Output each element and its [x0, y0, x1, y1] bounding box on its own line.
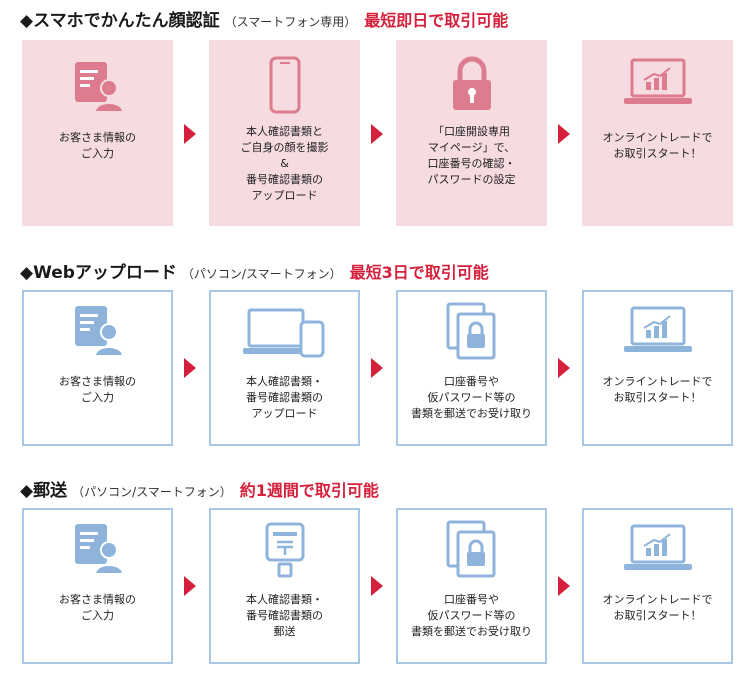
section-title: ◆郵送 — [20, 481, 68, 501]
section-heading: ◆スマホでかんたん顔認証 （スマートフォン専用） 最短即日で取引可能 — [20, 6, 508, 32]
step-text: 口座番号や 仮パスワード等の 書類を郵送でお受け取り — [411, 593, 532, 638]
section-timing: 約1週間で取引可能 — [239, 481, 379, 500]
section-timing: 最短3日で取引可能 — [349, 263, 489, 282]
step-card-document-upload: 本人確認書類・ 番号確認書類の アップロード — [209, 290, 360, 446]
step-arrow — [558, 124, 570, 144]
step-card-mail-receipt: 口座番号や 仮パスワード等の 書類を郵送でお受け取り — [396, 290, 547, 446]
smartphone-icon — [209, 56, 360, 114]
section-subtitle: （スマートフォン専用） — [224, 15, 357, 29]
step-card-customer-info: お客さま情報の ご入力 — [22, 508, 173, 664]
section-title: ◆Webアップロード — [20, 263, 177, 283]
step-arrow — [184, 358, 196, 378]
step-card-start-trading: オンライントレードで お取引スタート！ — [582, 40, 733, 226]
step-arrow — [371, 124, 383, 144]
locked-document-icon — [398, 302, 545, 360]
step-arrow — [558, 358, 570, 378]
devices-icon — [211, 306, 358, 358]
step-card-customer-info: お客さま情報の ご入力 — [22, 40, 173, 226]
step-card-start-trading: オンライントレードで お取引スタート！ — [582, 508, 733, 664]
step-card-password-setup: 「口座開設専用 マイページ」で、 口座番号の確認・ パスワードの設定 — [396, 40, 547, 226]
section-timing: 最短即日で取引可能 — [364, 11, 509, 30]
step-arrow — [371, 576, 383, 596]
step-card-start-trading: オンライントレードで お取引スタート！ — [582, 290, 733, 446]
section-mail: ◆郵送 （パソコン/スマートフォン） 約1週間で取引可能 お客さま情報の ご入力 — [0, 470, 750, 675]
user-form-icon — [24, 522, 171, 576]
step-text: 「口座開設専用 マイページ」で、 口座番号の確認・ パスワードの設定 — [427, 125, 516, 186]
step-text: オンライントレードで お取引スタート！ — [602, 593, 713, 622]
step-text: お客さま情報の ご入力 — [59, 131, 136, 160]
step-card-photo-upload: 本人確認書類と ご自身の顔を撮影 & 番号確認書類の アップロード — [209, 40, 360, 226]
step-text: お客さま情報の ご入力 — [59, 375, 136, 404]
step-text: 口座番号や 仮パスワード等の 書類を郵送でお受け取り — [411, 375, 532, 420]
step-arrow — [184, 576, 196, 596]
laptop-chart-icon — [582, 58, 733, 108]
step-arrow — [184, 124, 196, 144]
laptop-chart-icon — [584, 306, 731, 356]
step-text: お客さま情報の ご入力 — [59, 593, 136, 622]
step-card-mail-receipt: 口座番号や 仮パスワード等の 書類を郵送でお受け取り — [396, 508, 547, 664]
step-card-mail-documents: 本人確認書類・ 番号確認書類の 郵送 — [209, 508, 360, 664]
step-text: オンライントレードで お取引スタート！ — [602, 131, 713, 160]
step-text: オンライントレードで お取引スタート！ — [602, 375, 713, 404]
section-subtitle: （パソコン/スマートフォン） — [72, 485, 232, 499]
user-form-icon — [22, 60, 173, 114]
laptop-chart-icon — [584, 524, 731, 574]
step-text: 本人確認書類・ 番号確認書類の アップロード — [246, 375, 323, 420]
step-text: 本人確認書類・ 番号確認書類の 郵送 — [246, 593, 323, 638]
section-subtitle: （パソコン/スマートフォン） — [181, 267, 342, 281]
section-heading: ◆Webアップロード （パソコン/スマートフォン） 最短3日で取引可能 — [20, 258, 489, 284]
mailbox-icon — [211, 522, 358, 580]
step-arrow — [371, 358, 383, 378]
locked-document-icon — [398, 520, 545, 578]
section-title: ◆スマホでかんたん顔認証 — [20, 11, 220, 31]
section-web-upload: ◆Webアップロード （パソコン/スマートフォン） 最短3日で取引可能 お客さま… — [0, 252, 750, 452]
section-heading: ◆郵送 （パソコン/スマートフォン） 約1週間で取引可能 — [20, 476, 379, 502]
step-text: 本人確認書類と ご自身の顔を撮影 & 番号確認書類の アップロード — [240, 125, 329, 202]
user-form-icon — [24, 304, 171, 358]
step-card-customer-info: お客さま情報の ご入力 — [22, 290, 173, 446]
step-arrow — [558, 576, 570, 596]
lock-icon — [396, 54, 547, 112]
section-face-auth: ◆スマホでかんたん顔認証 （スマートフォン専用） 最短即日で取引可能 お客さま情… — [0, 0, 750, 235]
